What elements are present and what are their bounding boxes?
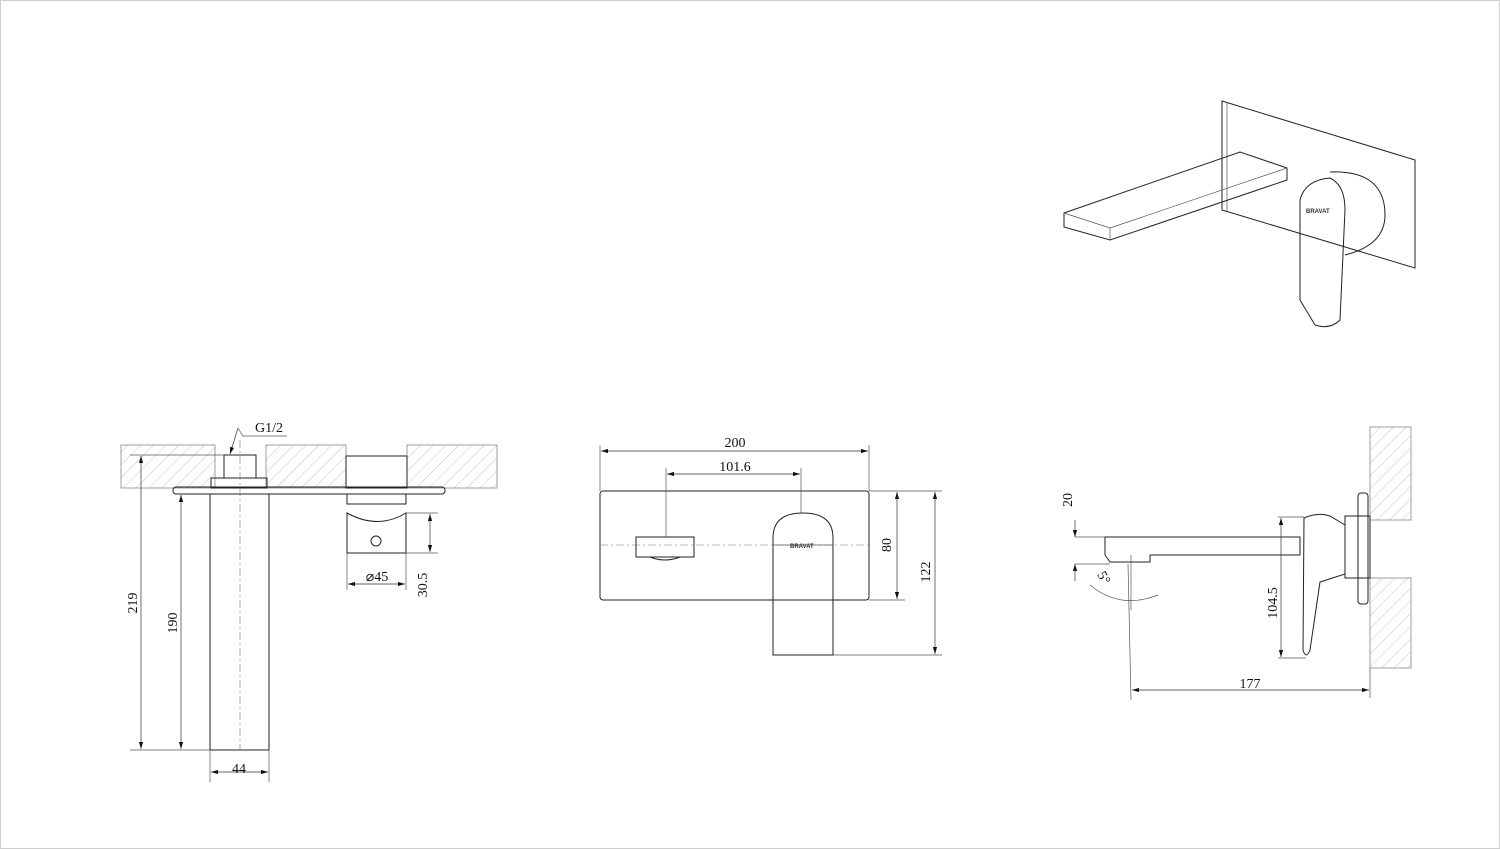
dim-30-5: 30.5 [416, 573, 431, 598]
top-view: G1/2 219 190 44 ⌀45 30.5 [120, 421, 498, 782]
dim-200: 200 [725, 436, 746, 451]
dim-190: 190 [166, 613, 181, 634]
iso-handle-body [1329, 171, 1386, 256]
iso-brand-logo: BRAVAT [1306, 209, 1330, 215]
isometric-view: BRAVAT [1063, 100, 1416, 328]
iso-spout [1063, 151, 1288, 241]
front-view: BRAVAT 200 101.6 80 122 [599, 436, 942, 656]
iso-handle-lever [1299, 177, 1346, 328]
dim-44: 44 [232, 762, 246, 777]
side-spout [1104, 536, 1301, 563]
iso-backplate [1221, 100, 1416, 269]
dim-5-degree: 5° [1093, 569, 1112, 587]
dim-122: 122 [919, 562, 934, 583]
dim-80: 80 [880, 538, 895, 552]
side-handle [1302, 513, 1346, 656]
dim-101-6: 101.6 [719, 460, 751, 475]
thread-label: G1/2 [255, 421, 283, 436]
dim-20: 20 [1061, 493, 1076, 507]
dim-177: 177 [1240, 677, 1261, 692]
side-view: 20 5° 104.5 177 [1061, 426, 1412, 701]
dim-104-5: 104.5 [1266, 587, 1281, 619]
front-handle [772, 512, 834, 656]
front-brand-logo: BRAVAT [790, 544, 814, 550]
dim-219: 219 [126, 593, 141, 614]
dim-diameter-45: ⌀45 [366, 570, 388, 585]
